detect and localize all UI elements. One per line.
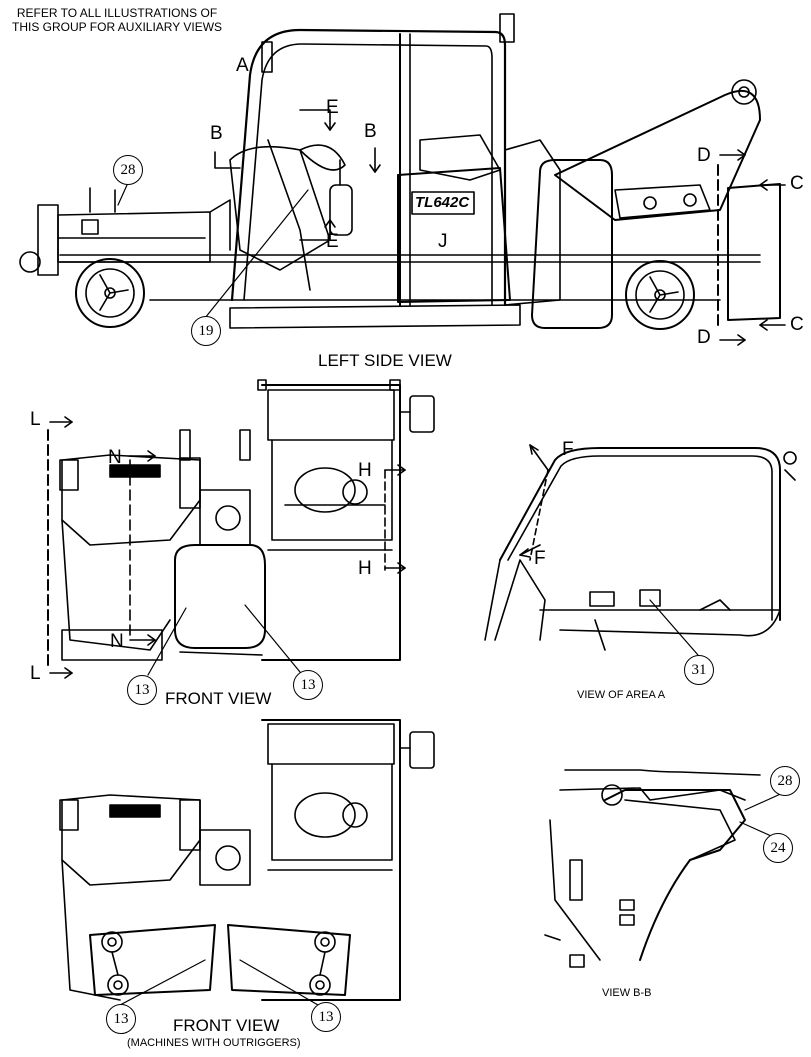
section-letter-h-bottom: H [358,558,372,579]
section-letter-a: A [236,55,249,76]
left-side-view-caption: LEFT SIDE VIEW [318,351,452,370]
section-letter-j: J [438,231,448,252]
callout-19: 19 [191,316,221,346]
machine-model-badge: TL642C [415,194,470,211]
section-letter-e-top: E [326,97,339,118]
front-view-outriggers-drawing [59,719,435,1001]
section-letter-f-top: F [562,439,574,460]
section-letter-f-bottom: F [534,548,546,569]
callout-13-front-right: 13 [293,670,323,700]
reference-note-line-1: REFER TO ALL ILLUSTRATIONS OF [16,6,218,20]
callout-13-front-left: 13 [127,675,157,705]
front-view-outriggers-subcaption: (MACHINES WITH OUTRIGGERS) [127,1037,301,1049]
callout-31: 31 [684,655,714,685]
section-letter-l-bottom: L [30,663,41,684]
callout-28-side-view: 28 [113,155,143,185]
reference-note-line-2: THIS GROUP FOR AUXILIARY VIEWS [12,20,223,34]
callout-28-view-bb: 28 [770,766,800,796]
section-letter-h-top: H [358,460,372,481]
section-letter-c-bottom: C [790,314,804,335]
callout-13-outrigger-left: 13 [106,1004,136,1034]
section-letter-e-bottom: E [326,231,339,252]
leader-lines [117,184,786,1006]
section-letter-d-top: D [697,145,711,166]
front-view-outriggers-caption: FRONT VIEW [173,1016,280,1035]
left-side-view-drawing [19,13,786,346]
section-letter-l-top: L [30,409,41,430]
callout-24: 24 [763,833,793,863]
section-letter-n-top: N [108,447,122,468]
section-letter-b-right: B [364,121,377,142]
view-bb-drawing [544,769,761,968]
view-area-a-caption: VIEW OF AREA A [577,689,666,701]
reference-note: REFER TO ALL ILLUSTRATIONS OF THIS GROUP… [12,6,222,34]
front-view-caption: FRONT VIEW [165,689,272,708]
view-area-a-drawing [484,444,797,651]
section-letter-d-bottom: D [697,327,711,348]
section-letter-n-bottom: N [110,631,124,652]
front-view-drawing [47,379,435,679]
section-letter-b-left: B [210,123,223,144]
section-letter-c-top: C [790,173,804,194]
callout-13-outrigger-right: 13 [311,1002,341,1032]
view-bb-caption: VIEW B-B [602,987,652,999]
